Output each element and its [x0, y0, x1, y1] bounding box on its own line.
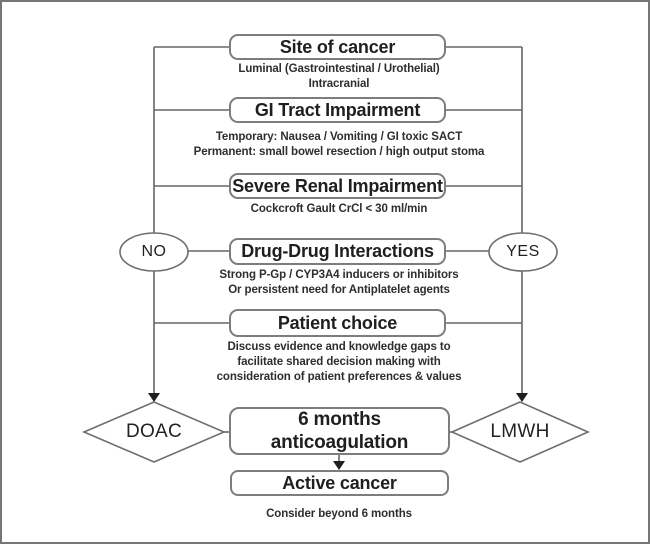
step-note-patient-choice: Discuss evidence and knowledge gaps to f…	[159, 340, 519, 385]
duration-box: 6 months anticoagulation	[229, 407, 450, 455]
step-title: Site of cancer	[279, 36, 396, 57]
note-line: Discuss evidence and knowledge gaps to	[227, 341, 451, 353]
active-cancer-box: Active cancer	[230, 470, 449, 496]
step-title: Drug-Drug Interactions	[241, 241, 434, 261]
step-title: Severe Renal Impairment	[232, 175, 443, 196]
step-note-gi-tract: Temporary: Nausea / Vomiting / GI toxic …	[159, 130, 519, 160]
lmwh-label: LMWH	[490, 421, 550, 442]
note-line: Cockcroft Gault CrCl < 30 ml/min	[250, 203, 428, 215]
arrow-down-center-icon	[333, 461, 345, 470]
note-line: consideration of patient preferences & v…	[216, 371, 462, 383]
note-line: Temporary: Nausea / Vomiting / GI toxic …	[215, 131, 463, 143]
note-line: facilitate shared decision making with	[237, 356, 441, 368]
active-cancer-note: Consider beyond 6 months	[159, 507, 519, 522]
step-title: Patient choice	[277, 312, 398, 333]
doac-label: DOAC	[125, 421, 183, 442]
yes-label: YES	[506, 243, 540, 260]
step-note-ddi: Strong P-Gp / CYP3A4 inducers or inhibit…	[159, 268, 519, 298]
duration-line2: anticoagulation	[270, 432, 409, 453]
step-box-site-of-cancer: Site of cancer	[229, 34, 446, 60]
duration-line1: 6 months	[298, 409, 381, 430]
step-note-site-of-cancer: Luminal (Gastrointestinal / Urothelial) …	[159, 62, 519, 92]
note-line: Strong P-Gp / CYP3A4 inducers or inhibit…	[219, 269, 459, 281]
step-box-severe-renal-impairment: Severe Renal Impairment	[229, 173, 446, 199]
note-line: Intracranial	[308, 78, 370, 90]
arrow-down-right-icon	[516, 393, 528, 402]
step-box-patient-choice: Patient choice	[229, 309, 446, 337]
yes-ellipse	[488, 232, 558, 272]
active-cancer-title: Active cancer	[282, 472, 397, 493]
step-box-gi-tract-impairment: GI Tract Impairment	[229, 97, 446, 123]
arrow-down-left-icon	[148, 393, 160, 402]
step-note-renal: Cockcroft Gault CrCl < 30 ml/min	[159, 202, 519, 217]
note-line: Permanent: small bowel resection / high …	[193, 146, 485, 158]
note-line: Luminal (Gastrointestinal / Urothelial)	[238, 63, 440, 75]
lmwh-diamond	[450, 401, 590, 463]
step-box-drug-drug-interactions: Drug-Drug Interactions	[229, 238, 446, 265]
doac-diamond	[81, 401, 227, 463]
note-line: Or persistent need for Antiplatelet agen…	[228, 284, 450, 296]
no-label: NO	[141, 243, 167, 260]
step-title: GI Tract Impairment	[254, 99, 421, 120]
note-line: Consider beyond 6 months	[266, 508, 412, 520]
no-ellipse	[119, 232, 189, 272]
